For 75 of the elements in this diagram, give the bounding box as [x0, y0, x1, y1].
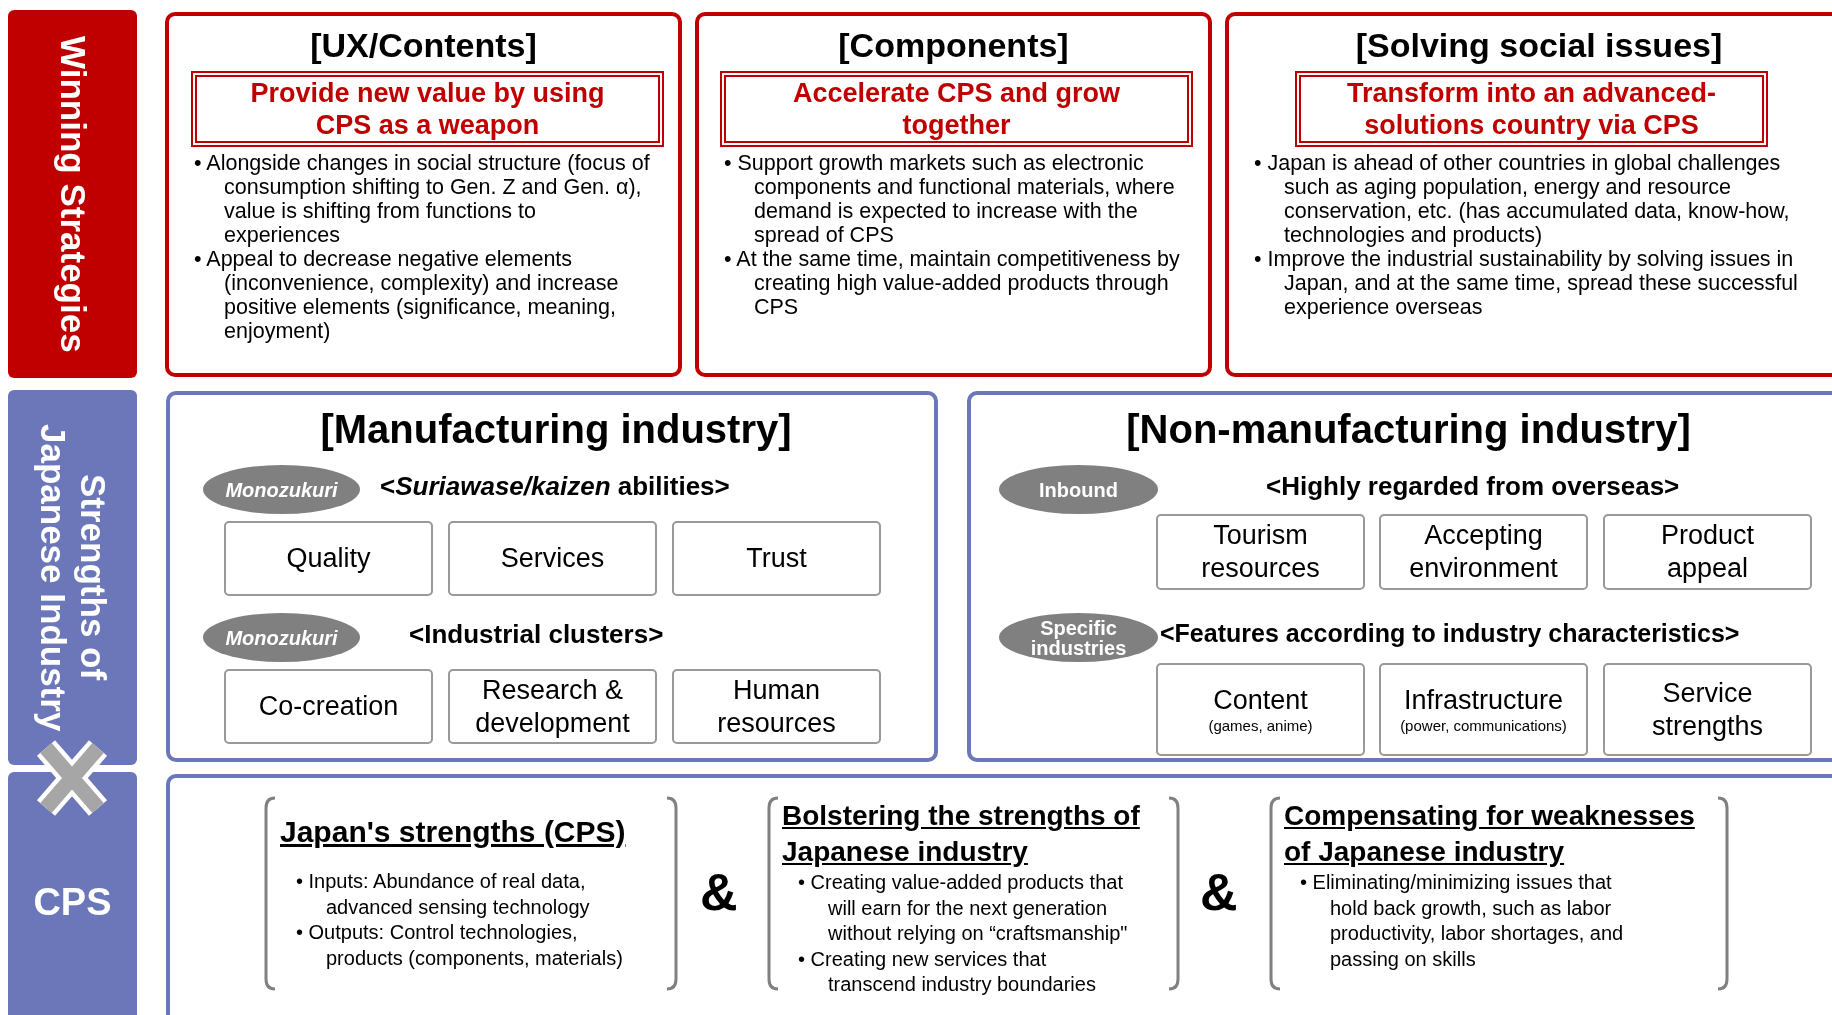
bracket-box	[1268, 796, 1730, 991]
strength-box	[224, 669, 433, 744]
side-band	[8, 10, 137, 378]
pill-text: Specific industries	[1029, 617, 1128, 658]
note-text: (power, communications)	[1400, 717, 1567, 735]
bullet-text: • At the same time, maintain competitiveness by creating high value-added products through CPS	[724, 247, 1181, 319]
pill-text: Monozukuri	[225, 479, 338, 500]
subheading: <Features according to industry characteristics>	[1160, 619, 1740, 648]
subheading: <Suriawase/kaizen abilities>	[380, 471, 730, 502]
section-heading: Japan's strengths (CPS)	[280, 814, 627, 850]
box-label: Accepting environment	[1408, 519, 1559, 585]
banner-text: Accelerate CPS and grow together	[791, 77, 1122, 141]
note-text: (games, anime)	[1208, 717, 1313, 735]
bullet-text: • Outputs: Control technologies, products (components, materials)	[296, 920, 624, 971]
bullet-text: • Eliminating/minimizing issues that hold back growth, such as labor productivity, labor shortages, and passing on skills	[1300, 870, 1625, 972]
band-label: CPS	[33, 880, 112, 924]
industry-panel	[166, 391, 938, 762]
section-heading: Bolstering the strengths of Japanese industry	[782, 799, 1141, 869]
strength-box	[1379, 514, 1588, 590]
strength-box	[448, 521, 657, 596]
goal-banner	[1295, 71, 1768, 147]
box-label: Research & development	[474, 673, 631, 740]
strength-box	[448, 669, 657, 744]
box-label: Content	[1212, 684, 1309, 717]
goal-banner	[191, 71, 664, 147]
panel-title: [Non-manufacturing industry]	[1125, 407, 1692, 452]
card-title: [UX/Contents]	[309, 26, 538, 65]
box-label: Quality	[285, 542, 372, 575]
strength-box	[1603, 514, 1812, 590]
subheading: <Industrial clusters>	[409, 619, 664, 650]
strategy-card	[165, 12, 682, 377]
strength-box	[1156, 663, 1365, 756]
strength-box	[224, 521, 433, 596]
banner-text: Provide new value by using CPS as a weapon	[249, 77, 606, 141]
side-band	[8, 772, 137, 1015]
bracket-box	[263, 796, 679, 991]
strength-box	[672, 521, 881, 596]
banner-text: Transform into an advanced-solutions country via CPS	[1345, 77, 1718, 141]
strength-box	[1603, 663, 1812, 756]
box-label: Services	[499, 542, 606, 575]
bullet-text: • Appeal to decrease negative elements (inconvenience, complexity) and increase positive elements (significance, meaning, enjoyment)	[194, 247, 620, 343]
strength-box	[1379, 663, 1588, 756]
card-title: [Solving social issues]	[1354, 26, 1724, 65]
goal-banner	[720, 71, 1193, 147]
box-label: Tourism resources	[1200, 519, 1321, 585]
strength-box	[1156, 514, 1365, 590]
bullet-text: • Support growth markets such as electronic components and functional materials, where demand is expected to increase with the spread of CPS	[724, 151, 1176, 247]
cps-panel	[166, 774, 1832, 1015]
band-label: Strengths of Japanese Industry	[32, 422, 113, 734]
box-label: Service strengths	[1650, 676, 1765, 743]
bullet-text: • Inputs: Abundance of real data, advanced sensing technology	[296, 869, 591, 920]
strategy-card	[695, 12, 1212, 377]
pill-text: Monozukuri	[225, 627, 338, 648]
strategy-card	[1225, 12, 1832, 377]
pill-text: Inbound	[1039, 479, 1118, 500]
bullet-text: • Japan is ahead of other countries in global challenges such as aging population, energy and resource conservation, etc. (has accumulated data, know-how, technologies and products)	[1254, 151, 1791, 247]
card-title: [Components]	[837, 26, 1070, 65]
box-label: Co-creation	[257, 690, 400, 723]
bullet-text: • Improve the industrial sustainability by solving issues in Japan, and at the same time, spread these successful experience overseas	[1254, 247, 1799, 319]
box-label: Trust	[745, 542, 808, 575]
section-heading: Compensating for weaknesses of Japanese industry	[1284, 799, 1696, 869]
box-label: Human resources	[716, 673, 837, 740]
box-label: Infrastructure	[1402, 684, 1565, 717]
strength-box	[672, 669, 881, 744]
ampersand-sign: &	[1200, 862, 1238, 922]
bullet-text: • Creating value-added products that will earn for the next generation without relying on “craftsmanship"	[798, 870, 1129, 946]
industry-panel	[967, 391, 1832, 762]
band-label: Winning Strategies	[52, 35, 93, 353]
panel-title: [Manufacturing industry]	[319, 407, 793, 452]
bullet-text: • Creating new services that transcend industry boundaries	[798, 946, 1097, 997]
side-band	[8, 390, 137, 765]
box-label: Product appeal	[1659, 519, 1756, 585]
ampersand-sign: &	[700, 862, 738, 922]
bullet-text: • Alongside changes in social structure (focus of consumption shifting to Gen. Z and Gen. α), value is shifting from functions to experiences	[194, 151, 651, 247]
subheading: <Highly regarded from overseas>	[1266, 471, 1680, 502]
